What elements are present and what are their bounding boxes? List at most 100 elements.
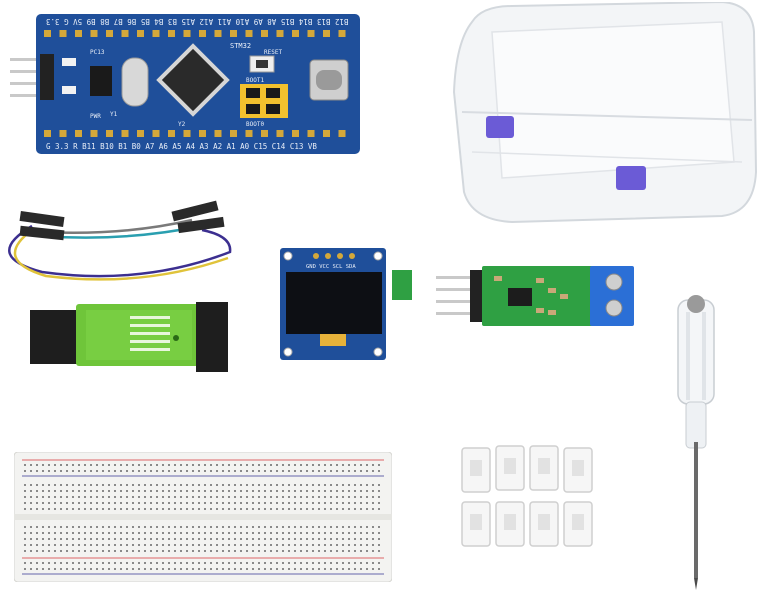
pad bbox=[183, 130, 191, 137]
pad bbox=[144, 502, 146, 504]
pad bbox=[126, 526, 128, 528]
pad bbox=[306, 550, 308, 552]
pad bbox=[360, 532, 362, 534]
pad bbox=[186, 526, 188, 528]
breadboard bbox=[14, 452, 392, 582]
pad bbox=[318, 550, 320, 552]
pad bbox=[270, 508, 272, 510]
pad bbox=[72, 544, 74, 546]
pad bbox=[156, 490, 158, 492]
pad bbox=[102, 526, 104, 528]
pad bbox=[282, 550, 284, 552]
pad bbox=[336, 568, 338, 570]
pad bbox=[114, 562, 116, 564]
pad bbox=[246, 496, 248, 498]
pad bbox=[264, 470, 266, 472]
pad bbox=[121, 130, 129, 137]
pad bbox=[300, 526, 302, 528]
pad bbox=[366, 568, 368, 570]
pad bbox=[144, 484, 146, 486]
pad bbox=[186, 502, 188, 504]
pad bbox=[240, 568, 242, 570]
pad bbox=[252, 484, 254, 486]
pad bbox=[156, 532, 158, 534]
pad bbox=[30, 496, 32, 498]
pad bbox=[120, 562, 122, 564]
pad bbox=[312, 532, 314, 534]
pad bbox=[150, 508, 152, 510]
pad bbox=[360, 502, 362, 504]
pad bbox=[36, 470, 38, 472]
pad bbox=[106, 130, 113, 137]
pad bbox=[78, 538, 80, 540]
pad bbox=[72, 508, 74, 510]
pad bbox=[294, 568, 296, 570]
pad bbox=[240, 502, 242, 504]
pad bbox=[162, 562, 164, 564]
pad bbox=[174, 538, 176, 540]
pad bbox=[144, 508, 146, 510]
pad bbox=[372, 532, 374, 534]
pad bbox=[258, 562, 260, 564]
pad bbox=[228, 490, 230, 492]
pad bbox=[270, 526, 272, 528]
pad bbox=[144, 550, 146, 552]
pad bbox=[348, 490, 350, 492]
pad bbox=[48, 562, 50, 564]
pad bbox=[336, 538, 338, 540]
pad bbox=[126, 502, 128, 504]
pad bbox=[162, 490, 164, 492]
pad bbox=[294, 496, 296, 498]
pad bbox=[114, 484, 116, 486]
pad bbox=[180, 484, 182, 486]
pad bbox=[252, 508, 254, 510]
pad bbox=[42, 496, 44, 498]
pad bbox=[78, 502, 80, 504]
pad bbox=[294, 526, 296, 528]
pad bbox=[372, 562, 374, 564]
pad bbox=[372, 544, 374, 546]
pad bbox=[180, 502, 182, 504]
pad bbox=[24, 508, 26, 510]
pad bbox=[348, 544, 350, 546]
pad bbox=[48, 532, 50, 534]
pad bbox=[54, 538, 56, 540]
pad bbox=[294, 508, 296, 510]
pad bbox=[276, 562, 278, 564]
pad bbox=[150, 526, 152, 528]
pad bbox=[270, 490, 272, 492]
pad bbox=[126, 568, 128, 570]
pad bbox=[144, 568, 146, 570]
pad bbox=[102, 484, 104, 486]
pad bbox=[144, 490, 146, 492]
pad bbox=[252, 532, 254, 534]
pad bbox=[216, 490, 218, 492]
pad bbox=[192, 496, 194, 498]
pad bbox=[288, 484, 290, 486]
pad bbox=[150, 496, 152, 498]
pad bbox=[252, 544, 254, 546]
pad bbox=[174, 484, 176, 486]
pad bbox=[210, 502, 212, 504]
pad bbox=[282, 470, 284, 472]
pad bbox=[198, 544, 200, 546]
pad bbox=[120, 538, 122, 540]
pad bbox=[192, 502, 194, 504]
pad bbox=[228, 484, 230, 486]
pad bbox=[150, 502, 152, 504]
pad bbox=[216, 568, 218, 570]
pad bbox=[216, 508, 218, 510]
pad bbox=[66, 544, 68, 546]
pad bbox=[138, 538, 140, 540]
pad bbox=[222, 496, 224, 498]
pad bbox=[348, 508, 350, 510]
pad bbox=[354, 490, 356, 492]
pad bbox=[246, 526, 248, 528]
pad bbox=[90, 484, 92, 486]
pad bbox=[258, 496, 260, 498]
pad bbox=[30, 464, 32, 466]
pad bbox=[48, 464, 50, 466]
pad bbox=[54, 484, 56, 486]
pad bbox=[300, 544, 302, 546]
pad bbox=[78, 484, 80, 486]
